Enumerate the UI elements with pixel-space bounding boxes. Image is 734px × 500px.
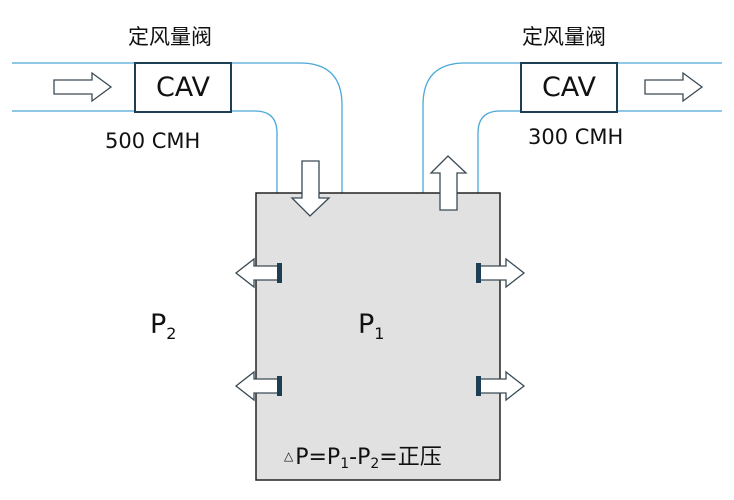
outlet-valve-box	[520, 62, 618, 113]
leak-left-lower-icon	[234, 370, 282, 402]
outlet-flow-rate: 300 CMH	[528, 125, 624, 149]
room-box	[255, 192, 501, 481]
inlet-duct	[12, 62, 343, 195]
outlet-duct	[422, 62, 722, 195]
equation-sub2: 2	[370, 456, 380, 472]
outlet-valve-title: 定风量阀	[522, 25, 606, 49]
pressure-equation: △P=P1-P2=正压	[284, 445, 442, 472]
outside-pressure-label: P2	[150, 311, 176, 342]
room-pressure-label: P1	[358, 311, 384, 342]
equation-sub1: 1	[340, 456, 350, 472]
equation-part1: P=P	[295, 445, 341, 470]
inlet-flow-rate: 500 CMH	[105, 129, 201, 153]
outside-pressure-symbol: P	[150, 309, 167, 340]
outlet-valve-label: CAV	[541, 72, 597, 103]
outlet-arrow-icon	[644, 71, 704, 103]
leak-right-upper-icon	[476, 257, 526, 289]
inlet-arrow-icon	[53, 71, 113, 103]
equation-part2: -P	[349, 445, 371, 470]
delta-symbol: △	[284, 449, 294, 463]
room-pressure-subscript: 1	[374, 324, 385, 343]
outside-pressure-subscript: 2	[166, 324, 177, 343]
leak-right-lower-icon	[476, 370, 526, 402]
room-pressure-symbol: P	[358, 309, 375, 340]
inlet-valve-box	[134, 62, 232, 113]
exhaust-up-arrow-icon	[429, 155, 468, 211]
inlet-valve-label: CAV	[155, 72, 211, 103]
inlet-valve-title: 定风量阀	[128, 25, 212, 49]
leak-left-upper-icon	[234, 257, 282, 289]
equation-part3: =正压	[379, 445, 442, 470]
supply-down-arrow-icon	[290, 160, 331, 217]
